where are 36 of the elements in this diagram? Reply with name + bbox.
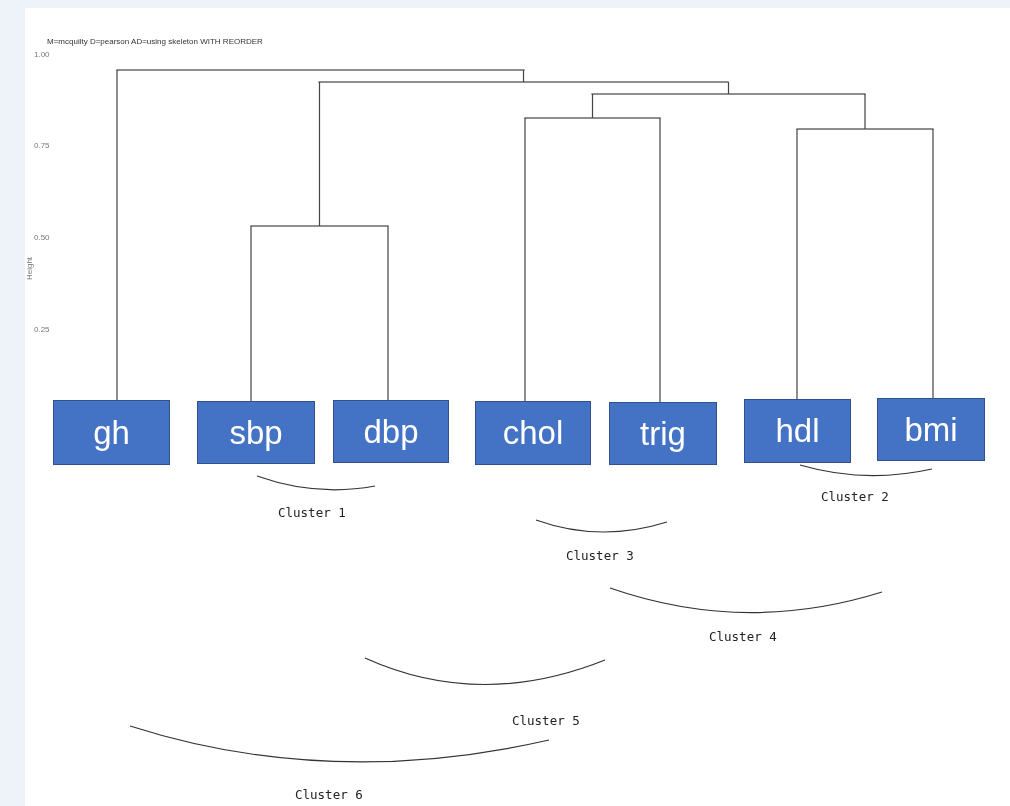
cluster-label: Cluster 6 [295,787,363,802]
leaf-label: bmi [904,410,958,449]
axis-tick-label: 0.50 [34,233,50,242]
dendrogram-stem [659,117,661,403]
leaf-box [475,401,591,465]
axis-tick-label: 0.75 [34,141,50,150]
leaf-label: sbp [229,413,283,452]
cluster-label: Cluster 1 [278,505,346,520]
dendrogram-stem [318,81,321,227]
chart-title: M=mcquilty D=pearson AD=using skeleton WITH REORDER [47,37,263,46]
leaf-label: hdl [775,412,820,450]
leaf-box [744,399,851,463]
leaf-box [609,402,717,465]
leaf-box [877,398,985,461]
dendrogram-stem [864,93,866,130]
dendrogram-stem [524,117,526,402]
leaf-label: chol [502,414,564,452]
dendrogram-stem [932,128,934,399]
cluster-label: Cluster 2 [821,489,889,504]
cluster-label: Cluster 3 [566,548,634,563]
leaf-label: trig [640,414,686,453]
leaf-box [197,401,315,464]
leaf-box [333,400,449,463]
dendrogram-stem [591,93,594,119]
cluster-label: Cluster 4 [709,629,777,644]
dendrogram-stem [116,69,118,401]
axis-title: Height [25,256,35,281]
dendrogram-stem [796,128,798,400]
axis-tick-label: 1.00 [34,50,50,59]
axis-tick-label: 0.25 [34,325,50,334]
cluster-label: Cluster 5 [512,713,580,728]
dendrogram-stem [387,225,389,401]
leaf-box [53,400,170,465]
leaf-label: dbp [363,412,419,451]
leaf-label: gh [93,413,130,452]
dendrogram-stem [250,225,252,402]
